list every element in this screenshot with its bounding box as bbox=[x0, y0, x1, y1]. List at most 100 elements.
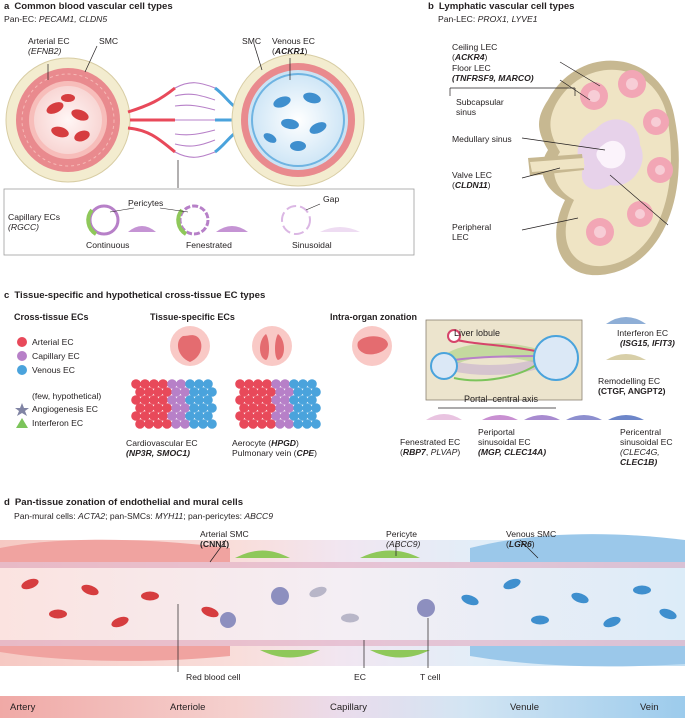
endothelial-cell bbox=[248, 419, 258, 429]
endothelial-cell bbox=[275, 419, 285, 429]
endothelial-cell bbox=[198, 419, 208, 429]
endothelial-cell bbox=[275, 387, 285, 397]
interferon-ec-label: Interferon EC bbox=[617, 328, 669, 338]
tissue-specific-heading: Tissue-specific ECs bbox=[150, 312, 235, 322]
axis-label-artery: Artery bbox=[10, 702, 36, 713]
endothelial-cell bbox=[266, 419, 276, 429]
panel-d-leader-lines bbox=[177, 539, 539, 672]
endothelial-cell bbox=[144, 387, 154, 397]
endothelial-cell bbox=[185, 395, 195, 405]
blood-cell bbox=[659, 608, 677, 620]
endothelial-cell bbox=[140, 411, 150, 421]
endothelial-cell bbox=[271, 411, 281, 421]
endothelial-cell bbox=[171, 403, 181, 413]
pericentral-label-1: Pericentral bbox=[620, 427, 662, 437]
smc-left-label: SMC bbox=[99, 36, 119, 46]
endothelial-cell bbox=[253, 395, 263, 405]
periportal-markers: (MGP, CLEC14A) bbox=[478, 447, 547, 457]
zonation-axis-bar bbox=[0, 696, 685, 718]
endothelial-cell bbox=[311, 403, 321, 413]
floor-lec-marker: (TNFRSF9, MARCO) bbox=[452, 73, 534, 83]
panel-b-pan-markers: Pan-LEC: PROX1, LYVE1 bbox=[438, 14, 538, 24]
axis-label-capillary: Capillary bbox=[330, 702, 367, 713]
endothelial-cell bbox=[167, 395, 177, 405]
arterial-vessel-cross-section bbox=[5, 57, 131, 183]
endothelial-cell bbox=[167, 411, 177, 421]
endothelial-cell bbox=[194, 411, 204, 421]
panel-a-leader-lines bbox=[47, 43, 291, 188]
ec-label: EC bbox=[354, 672, 366, 682]
blood-cell bbox=[111, 616, 129, 628]
periportal-label-2: sinusoidal EC bbox=[478, 437, 531, 447]
endothelial-cell bbox=[284, 387, 294, 397]
endothelial-cell bbox=[198, 403, 208, 413]
endothelial-cell bbox=[293, 419, 303, 429]
liver-lobule-label: Liver lobule bbox=[454, 328, 501, 338]
endothelial-cell bbox=[284, 403, 294, 413]
lung-ec-cluster bbox=[235, 379, 321, 429]
t-cells bbox=[220, 587, 435, 628]
endothelial-cell bbox=[244, 379, 254, 389]
legend-interferon-ec: Interferon EC bbox=[32, 418, 84, 428]
blood-cell bbox=[633, 585, 651, 595]
blood-cell bbox=[201, 606, 219, 618]
endothelial-cell bbox=[302, 387, 312, 397]
endothelial-cell bbox=[180, 387, 190, 397]
remodelling-ec-label: Remodelling EC bbox=[598, 376, 661, 386]
remodelling-ec-markers: (CTGF, ANGPT2) bbox=[598, 386, 666, 396]
blood-cell bbox=[21, 578, 39, 590]
valve-lec-label: Valve LEC bbox=[452, 170, 492, 180]
endothelial-cell bbox=[131, 379, 141, 389]
cardiovascular-ec-markers: (NP3R, SMOC1) bbox=[126, 448, 190, 458]
axis-label-arteriole: Arteriole bbox=[170, 702, 206, 713]
endothelial-cell bbox=[153, 403, 163, 413]
pericyte-label: Pericyte bbox=[386, 529, 418, 539]
endothelial-cell bbox=[239, 403, 249, 413]
continuous-label: Continuous bbox=[86, 240, 130, 250]
endothelial-cell bbox=[284, 419, 294, 429]
blood-cell bbox=[603, 616, 621, 628]
endothelial-cell bbox=[257, 403, 267, 413]
endothelial-cell bbox=[140, 395, 150, 405]
portal-central-axis-label: Portal–central axis bbox=[464, 394, 539, 404]
endothelial-cell bbox=[293, 403, 303, 413]
endothelial-cell bbox=[244, 411, 254, 421]
cross-tissue-heading: Cross-tissue ECs bbox=[14, 312, 89, 322]
organ-icons bbox=[170, 326, 392, 366]
aerocyte-label: Aerocyte (HPGD) bbox=[232, 438, 299, 448]
endothelial-cell bbox=[140, 379, 150, 389]
endothelial-cell bbox=[275, 403, 285, 413]
venous-ec-label: Venous EC bbox=[272, 36, 315, 46]
smc-right-label: SMC bbox=[242, 36, 262, 46]
endothelial-cell bbox=[203, 411, 213, 421]
venous-smc-marker: (LGR6) bbox=[506, 539, 535, 549]
endothelial-cell bbox=[135, 403, 145, 413]
endothelial-cell bbox=[289, 395, 299, 405]
ceiling-lec-label: Ceiling LEC bbox=[452, 42, 498, 52]
endothelial-cell bbox=[176, 411, 186, 421]
endothelial-cell bbox=[307, 379, 317, 389]
endothelial-cell bbox=[298, 379, 308, 389]
endothelial-cell bbox=[235, 379, 245, 389]
panel-a-pan-markers: Pan-EC: PECAM1, CLDN5 bbox=[4, 14, 108, 24]
endothelial-cell bbox=[207, 403, 217, 413]
cardiovascular-ec-label: Cardiovascular EC bbox=[126, 438, 198, 448]
cardiovascular-ec-cluster bbox=[131, 379, 217, 429]
endothelial-cell bbox=[189, 387, 199, 397]
endothelial-cell bbox=[171, 419, 181, 429]
legend-capillary-ec: Capillary EC bbox=[32, 351, 80, 361]
venous-ec-marker: (ACKR1) bbox=[272, 46, 308, 56]
endothelial-cell bbox=[239, 387, 249, 397]
intra-organ-heading: Intra-organ zonation bbox=[330, 312, 417, 322]
panel-b-leader-lines bbox=[449, 61, 669, 231]
endothelial-cell bbox=[253, 411, 263, 421]
pericytes-label: Pericytes bbox=[128, 198, 164, 208]
endothelial-cell bbox=[302, 403, 312, 413]
blood-cells-row bbox=[21, 578, 677, 628]
endothelial-cell bbox=[298, 395, 308, 405]
capillary-ecs-label: Capillary ECs bbox=[8, 212, 61, 222]
